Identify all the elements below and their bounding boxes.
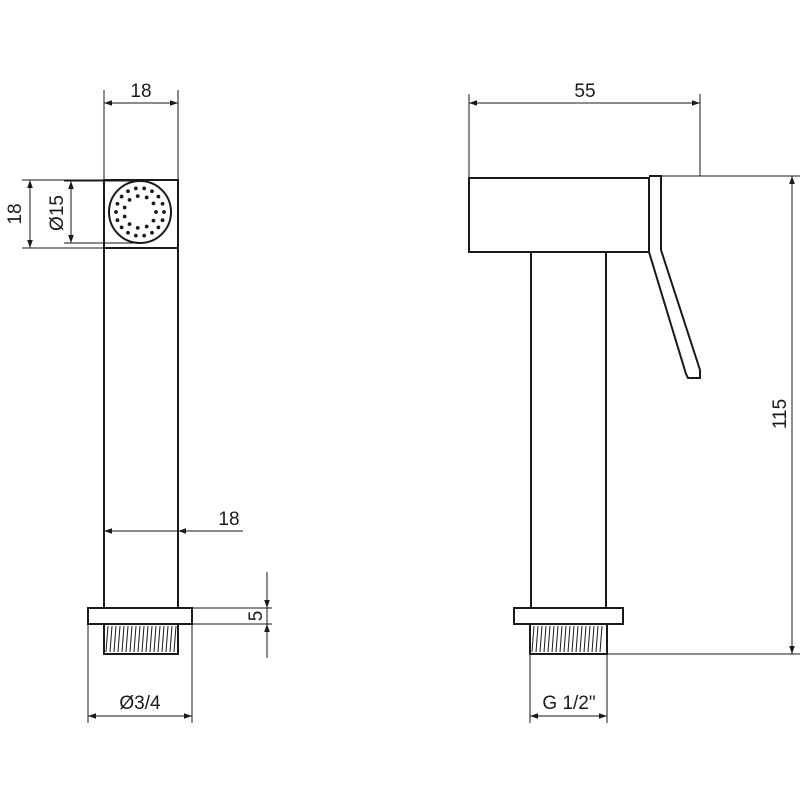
front-hex-nut xyxy=(87,607,193,625)
spray-nozzle-face xyxy=(108,180,172,244)
dim-nozzle-diameter: Ø15 xyxy=(47,180,140,244)
dim-nozzle-diameter-label: Ø15 xyxy=(47,195,68,231)
dim-front-side-height: 18 xyxy=(5,179,104,249)
dim-side-height: 115 xyxy=(607,175,800,655)
spray-nozzle-holes xyxy=(114,186,166,238)
dim-side-thread-label: G 1/2" xyxy=(542,693,595,714)
dim-side-length: 55 xyxy=(468,81,701,178)
side-view xyxy=(468,175,701,655)
dim-front-top-width: 18 xyxy=(103,81,179,180)
front-body-tube xyxy=(103,247,179,609)
trigger-lever xyxy=(648,175,701,379)
front-head-square xyxy=(103,179,179,249)
dim-side-thread: G 1/2" xyxy=(529,654,608,723)
front-threaded-connector xyxy=(103,623,179,655)
side-threaded-connector xyxy=(529,623,608,655)
dim-side-height-label: 115 xyxy=(770,399,791,429)
dim-front-body-width-label: 18 xyxy=(218,509,239,530)
dim-nut-height: 5 xyxy=(192,572,272,658)
dim-thread-diameter-label: Ø3/4 xyxy=(119,693,161,714)
side-head-block xyxy=(468,177,650,253)
dim-thread-diameter: Ø3/4 xyxy=(87,624,193,723)
dim-front-side-height-label: 18 xyxy=(5,203,26,224)
dim-front-body-width: 18 xyxy=(104,509,243,534)
dim-nut-height-label: 5 xyxy=(246,611,267,622)
dim-side-length-label: 55 xyxy=(574,81,595,102)
front-view xyxy=(87,179,193,655)
dim-front-top-width-label: 18 xyxy=(130,81,151,102)
side-hex-nut xyxy=(513,607,624,625)
